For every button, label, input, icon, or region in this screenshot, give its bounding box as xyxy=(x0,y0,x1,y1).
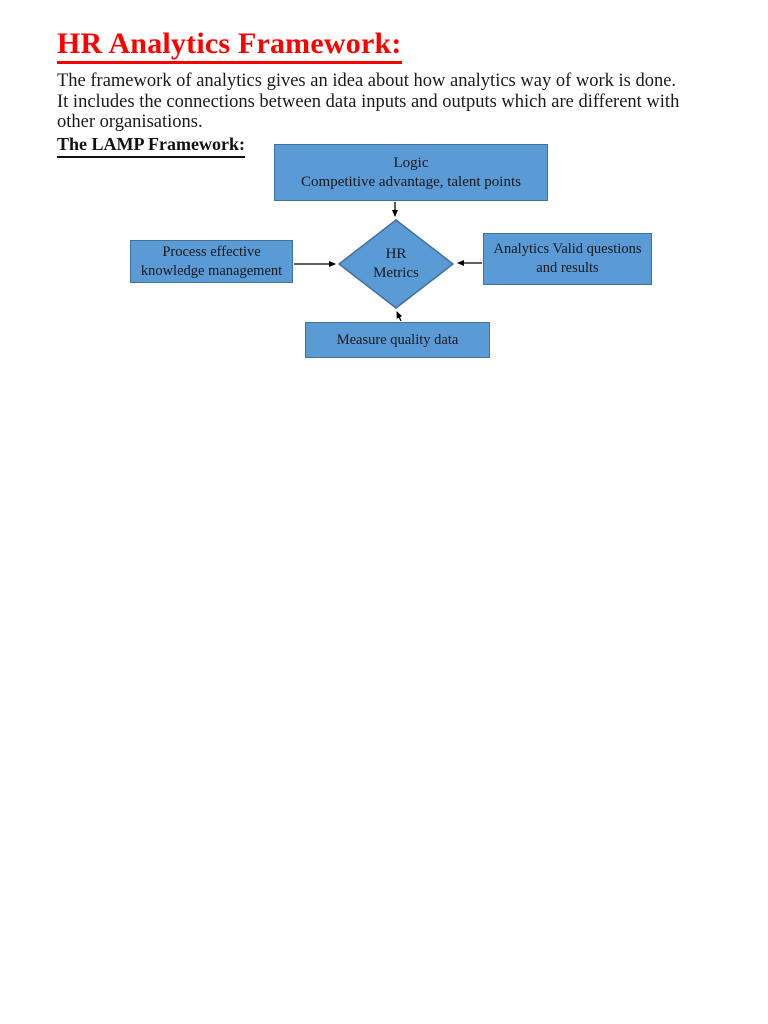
node-logic-line2: Competitive advantage, talent points xyxy=(301,173,521,190)
lamp-framework-flowchart: Logic Competitive advantage, talent poin… xyxy=(0,0,768,400)
node-analytics-line1: Analytics Valid questions xyxy=(493,241,642,257)
intro-line-3: other organisations. xyxy=(57,112,203,132)
node-analytics-valid-questions: Analytics Valid questions and results xyxy=(483,233,652,285)
node-logic: Logic Competitive advantage, talent poin… xyxy=(274,144,548,201)
node-hr-line2: Metrics xyxy=(373,265,419,281)
intro-paragraph: The framework of analytics gives an idea… xyxy=(57,71,752,133)
diamond-hr-metrics-shape xyxy=(337,219,455,309)
node-measure-line1: Measure quality data xyxy=(336,331,459,348)
node-analytics-line2: and results xyxy=(536,260,599,276)
node-measure-quality-data: Measure quality data xyxy=(305,322,490,358)
node-hr-line1: HR xyxy=(385,246,407,262)
node-process-line2: knowledge management xyxy=(140,262,283,279)
node-logic-line1: Logic xyxy=(393,154,429,171)
intro-line-2: It includes the connections between data… xyxy=(57,91,680,112)
node-process-line1: Process effective xyxy=(162,243,261,260)
intro-line-1: The framework of analytics gives an idea… xyxy=(57,71,677,91)
arrow-measure-to-hr xyxy=(396,311,403,322)
node-hr-metrics-label: HR Metrics xyxy=(339,220,453,308)
node-process-effective: Process effective knowledge management xyxy=(130,240,293,283)
section-heading-lamp-framework: The LAMP Framework: xyxy=(57,134,245,158)
page-title: HR Analytics Framework: xyxy=(57,29,402,64)
flowchart-canvas xyxy=(294,202,482,322)
